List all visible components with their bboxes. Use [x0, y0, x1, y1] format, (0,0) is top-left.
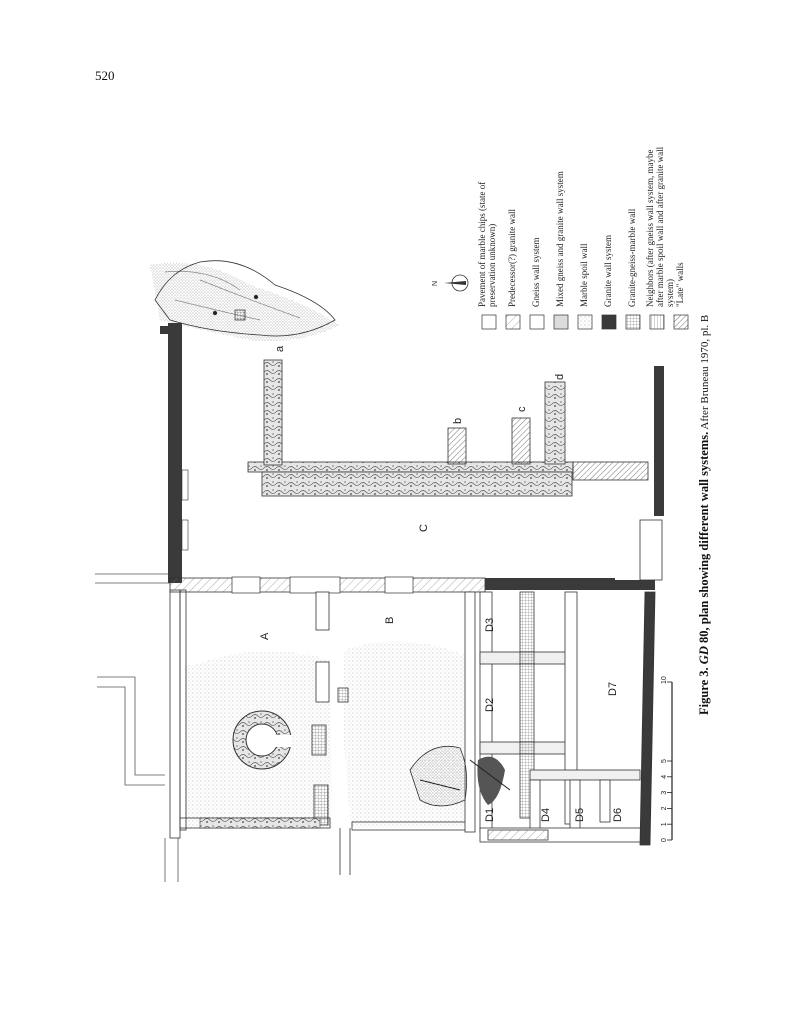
legend-label: Predecessor(?) granite wall	[507, 209, 517, 307]
figure-caption: Figure 3. GD 80, plan showing different …	[697, 315, 712, 715]
legend-swatches	[481, 314, 689, 330]
pavement-areas	[150, 262, 468, 828]
legend-label: Granite-gneiss-marble wall	[627, 208, 637, 307]
scale-tick-label: 1	[661, 822, 668, 826]
north-arrow: N	[432, 274, 469, 292]
legend-swatch	[673, 314, 689, 330]
legend-label: Granite wall system	[603, 235, 613, 307]
room-labels: A B C D1 D2 D3 D4 D5 D6 D7	[259, 524, 624, 822]
caption-main: 80, plan showing different wall systems.	[697, 431, 711, 647]
north-label: N	[432, 281, 439, 286]
scale-tick-label: 3	[661, 791, 668, 795]
scale-tick-label: 10	[661, 676, 668, 684]
room-label-d7: D7	[607, 682, 619, 696]
room-partition-ab	[311, 591, 349, 826]
room-label-d2: D2	[484, 698, 496, 712]
legend-label: Pavement of marble chips (state of prese…	[477, 181, 497, 307]
room-label-d5: D5	[574, 808, 586, 822]
room-label-c: C	[418, 524, 430, 532]
room-label-d6: D6	[612, 808, 624, 822]
legend-swatch	[649, 314, 665, 330]
circular-structure	[232, 710, 292, 770]
caption-italic: GD	[697, 646, 711, 665]
rock-outcrop	[154, 260, 336, 337]
scale-tick-label: 0	[661, 838, 668, 842]
legend-swatch	[553, 314, 569, 330]
legend-swatch	[505, 314, 521, 330]
scale-tick-label: 5	[661, 759, 668, 763]
scale-bar: 0 1 2 3 4 5 10	[661, 676, 673, 842]
page-number: 520	[95, 68, 115, 83]
caption-source: After Bruneau 1970, pl. B	[699, 314, 711, 432]
wall-mark-c: c	[516, 406, 528, 412]
legend-swatch	[577, 314, 593, 330]
legend-label: Marble spoil wall	[579, 243, 589, 308]
legend-swatch	[481, 314, 497, 330]
west-wall	[168, 323, 182, 583]
wall-mark-d: d	[554, 374, 566, 380]
legend-label: Gneiss wall system	[531, 237, 541, 308]
legend-label: Mixed gneiss and granite wall system	[555, 171, 565, 307]
caption-prefix: Figure 3.	[697, 664, 711, 715]
wall-mark-b: b	[452, 418, 464, 424]
wall-mark-a: a	[274, 345, 286, 352]
room-label-a: A	[259, 632, 271, 640]
scale-tick-label: 4	[661, 775, 668, 779]
legend-label: Neighbors (after gneiss wall system, may…	[645, 146, 675, 307]
legend-swatch	[625, 314, 641, 330]
room-label-b: B	[384, 617, 396, 624]
wall-marks: a b c d	[274, 345, 566, 424]
scale-tick-label: 2	[661, 806, 668, 810]
legend-swatch	[529, 314, 545, 330]
neighbor-walls-left	[95, 573, 179, 882]
room-label-d3: D3	[484, 618, 496, 632]
room-label-d4: D4	[540, 808, 552, 822]
room-label-d1: D1	[484, 808, 496, 822]
d-rooms-block	[479, 591, 656, 846]
legend-label: "Late" walls	[675, 262, 685, 307]
north-wall-system	[247, 359, 664, 581]
rubble-area	[409, 745, 511, 807]
legend-swatch	[601, 314, 617, 330]
